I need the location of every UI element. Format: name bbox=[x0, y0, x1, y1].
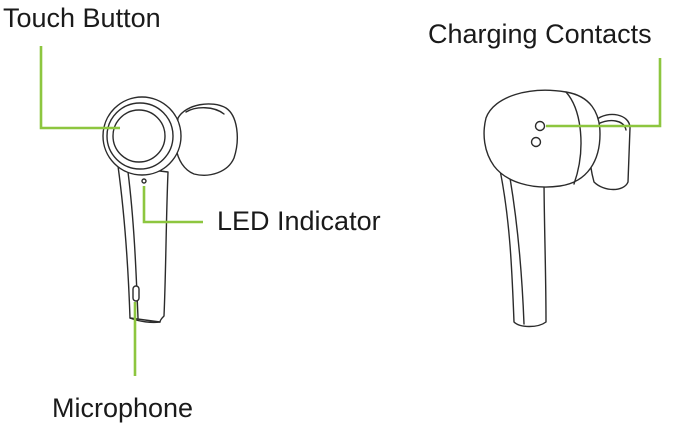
charging-contact-2 bbox=[532, 138, 541, 147]
right-head bbox=[484, 90, 600, 187]
touch-button-label: Touch Button bbox=[3, 3, 161, 33]
microphone-slot bbox=[133, 286, 139, 301]
charging-contacts-label: Charging Contacts bbox=[428, 19, 652, 49]
left-ear-tip bbox=[176, 104, 237, 175]
charging-contact-1 bbox=[536, 122, 545, 131]
touch-button-pad bbox=[113, 110, 165, 162]
led-indicator-label: LED Indicator bbox=[217, 206, 381, 236]
led-dot bbox=[142, 179, 146, 183]
microphone-label: Microphone bbox=[52, 393, 193, 423]
